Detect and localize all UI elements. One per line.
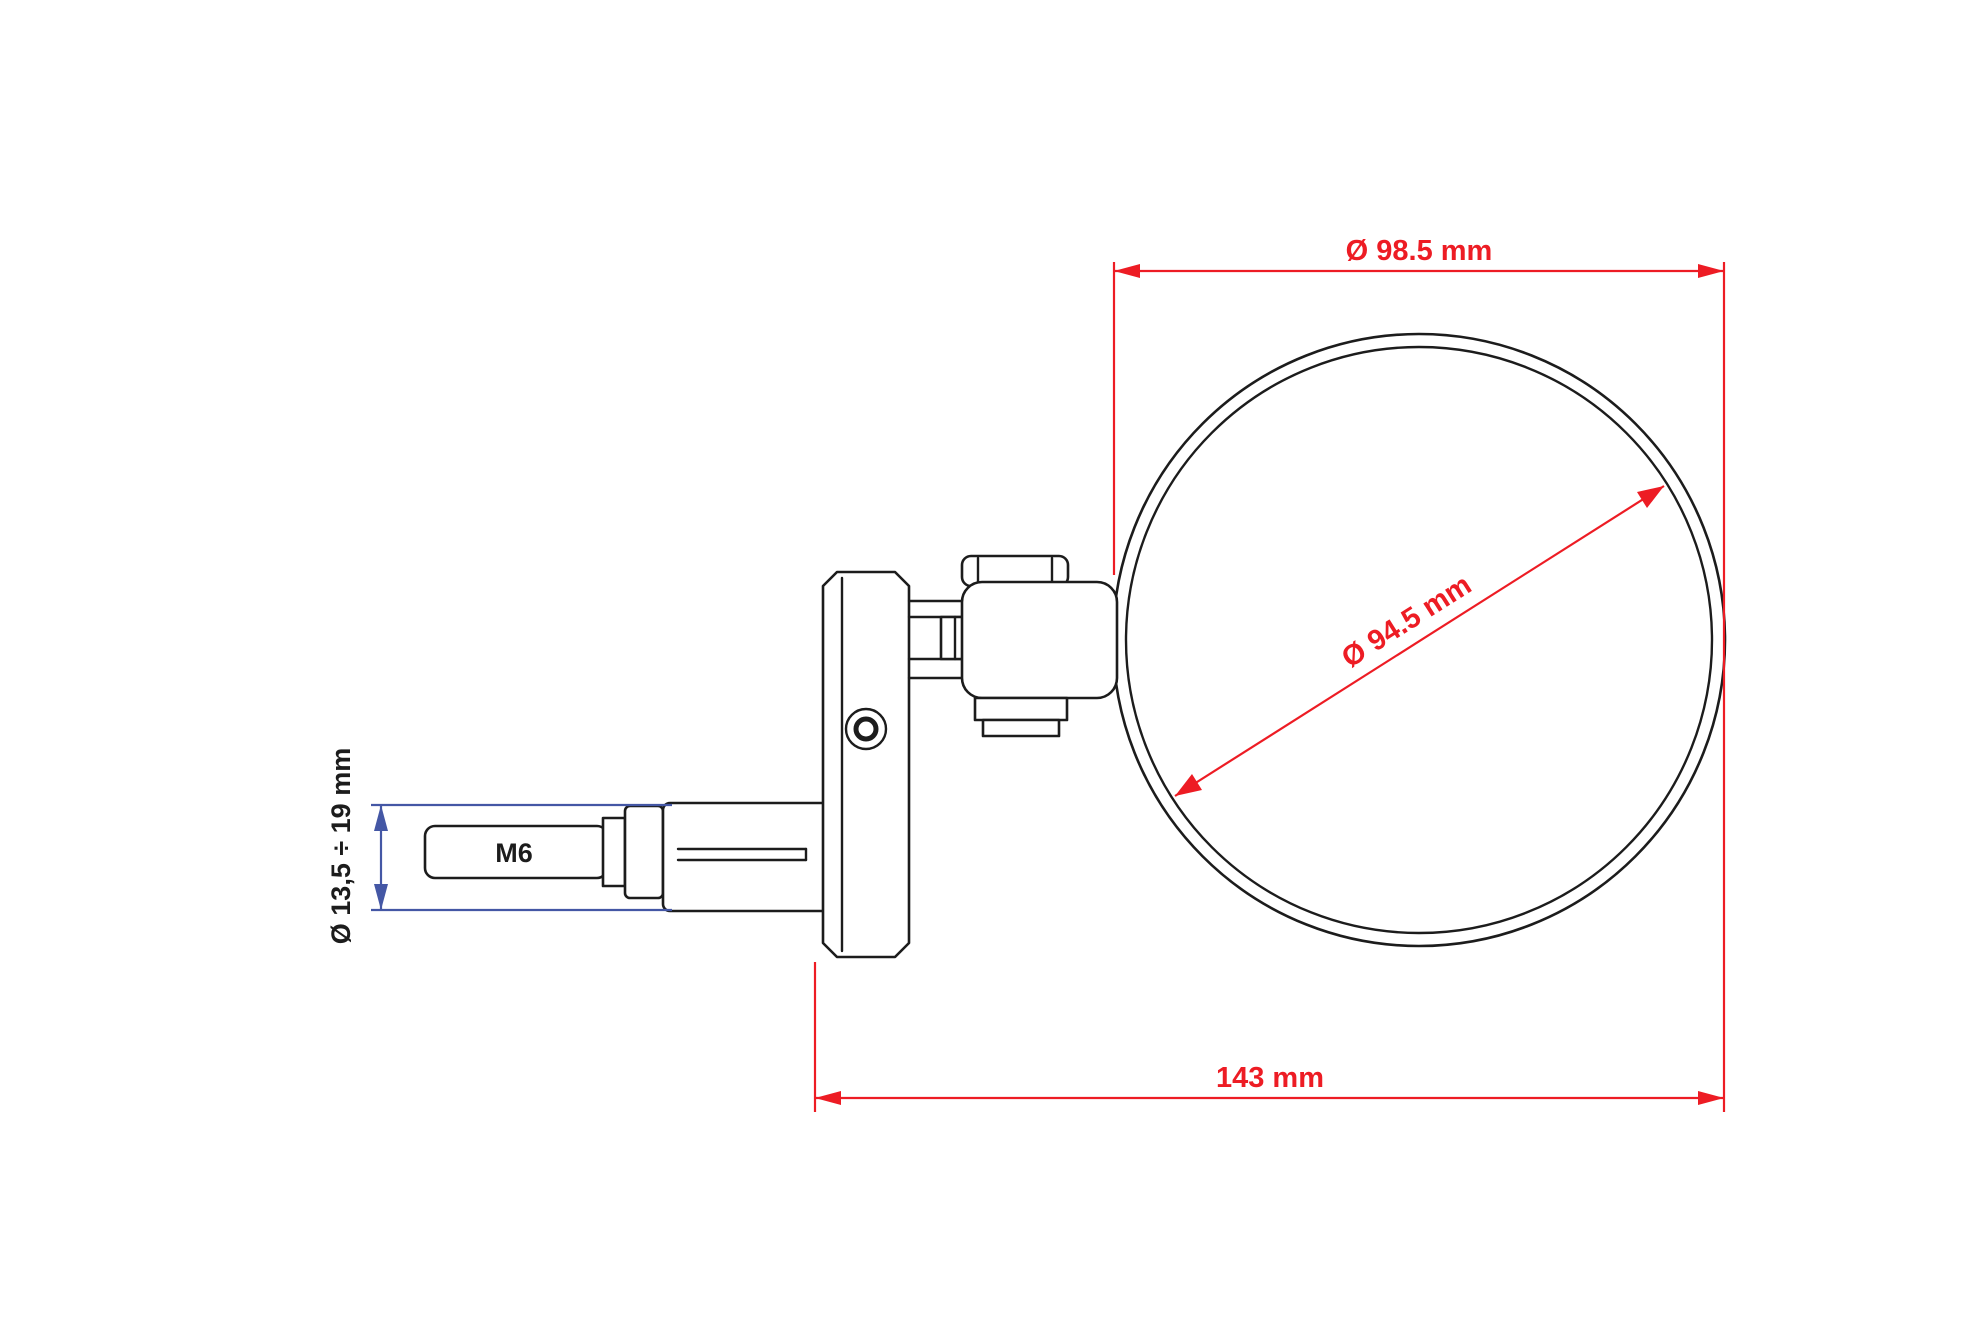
bolt-thread-label: M6: [495, 838, 533, 868]
arrow-mount-down-icon: [374, 884, 388, 910]
body-outline: [821, 570, 911, 959]
arrow-diagonal-upper-icon: [1637, 486, 1664, 508]
expander-cylinder: [661, 801, 831, 913]
dimension-overall-length: 143 mm: [813, 962, 1724, 1112]
clamp-block: [960, 580, 1119, 700]
dimension-outer-diameter: Ø 98.5 mm: [1112, 235, 1726, 1112]
arrow-bottom-left-icon: [815, 1091, 841, 1105]
arrow-diagonal-lower-icon: [1175, 774, 1202, 796]
arrow-bottom-right-icon: [1698, 1091, 1724, 1105]
mounting-stem: [423, 801, 831, 913]
mirror-head: [1111, 332, 1727, 948]
stem-flange: [601, 816, 627, 888]
overall-length-label: 143 mm: [1216, 1062, 1324, 1094]
outer-diameter-label: Ø 98.5 mm: [1346, 235, 1493, 267]
pivot-bolt-socket: [853, 716, 879, 742]
mirror-housing-outline: [1111, 332, 1727, 948]
dimension-mount-range: Ø 13,5 ÷ 19 mm: [326, 748, 672, 944]
pivot-bolt-head: [844, 707, 888, 751]
clamp-nut-upper: [973, 696, 1069, 722]
mirror-arm-body: [821, 570, 911, 959]
dim-line-diagonal: [1174, 485, 1665, 797]
hinge-clamp: [907, 554, 1119, 738]
mount-range-label: Ø 13,5 ÷ 19 mm: [326, 748, 356, 944]
arrow-mount-up-icon: [374, 805, 388, 831]
mirror-glass-outline: [1124, 345, 1714, 935]
arrow-left-icon: [1114, 264, 1140, 278]
clamp-nut-lower: [981, 718, 1061, 738]
arrow-right-icon: [1698, 264, 1724, 278]
stem-washer: [623, 804, 665, 900]
